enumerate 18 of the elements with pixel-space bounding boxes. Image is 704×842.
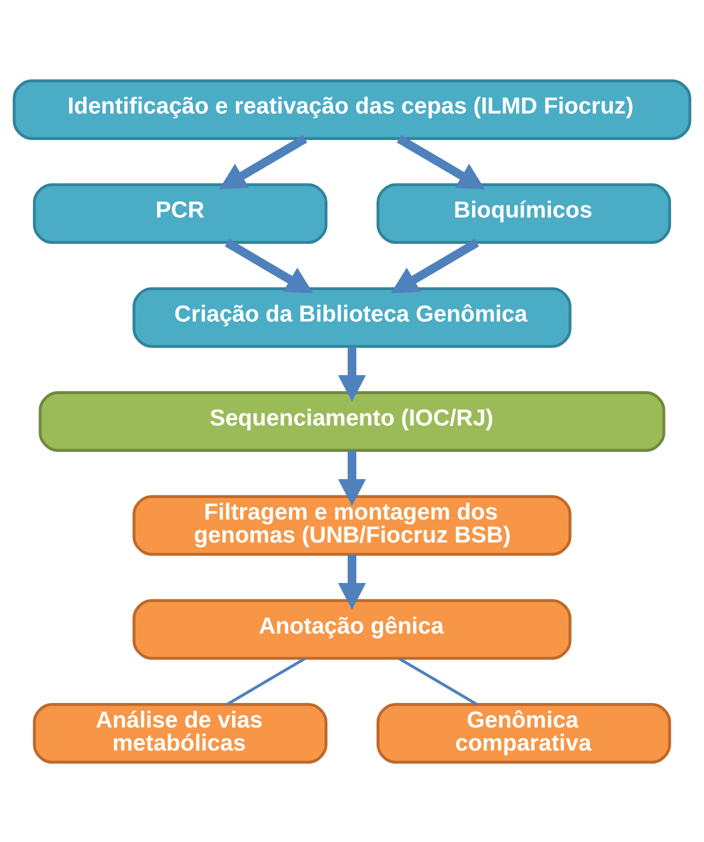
- arrow: [224, 238, 314, 293]
- node-box: Criação da Biblioteca Genômica: [132, 286, 572, 348]
- connector: [398, 656, 478, 706]
- node-box: Anotação gênica: [132, 598, 572, 660]
- node-box: Bioquímicos: [376, 182, 672, 244]
- node-box: Análise de vias metabólicas: [32, 702, 328, 764]
- arrow: [338, 554, 366, 610]
- arrow: [219, 134, 308, 189]
- arrow: [396, 134, 485, 189]
- connector: [226, 656, 306, 706]
- arrow: [338, 346, 366, 402]
- node-box: Identificação e reativação das cepas (ILMD Fiocruz): [12, 78, 692, 140]
- node-box: Sequenciamento (IOC/RJ): [38, 390, 666, 452]
- arrow: [390, 238, 480, 293]
- node-box: Filtragem e montagem dos genomas (UNB/Fiocruz BSB): [132, 494, 572, 556]
- node-box: Genômica comparativa: [376, 702, 672, 764]
- node-box: PCR: [32, 182, 328, 244]
- arrow: [338, 450, 366, 506]
